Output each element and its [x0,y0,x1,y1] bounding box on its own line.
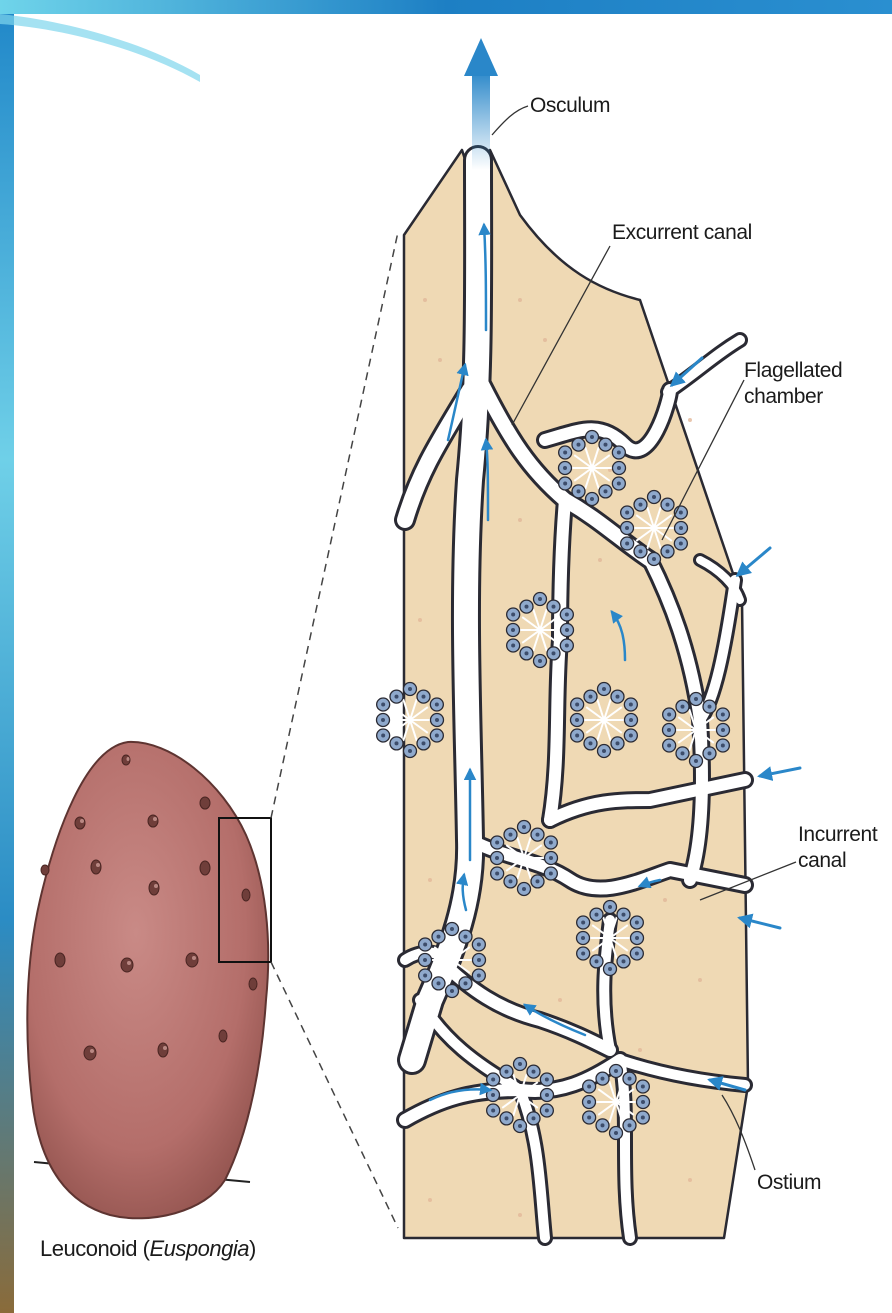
leader-osculum [492,106,528,135]
sponge-outline [27,742,268,1218]
pore [149,881,159,895]
pore [41,865,49,875]
pore [249,978,257,990]
frame-top-left-swoosh [0,14,200,82]
incoming-arrow [760,768,800,776]
sponge-body-illustration [27,742,271,1218]
label-excurrent-canal: Excurrent canal [612,220,752,246]
pore [55,953,65,967]
label-incurrent-line2: canal [798,848,877,874]
label-ostium: Ostium [757,1170,821,1196]
pore [84,1046,96,1060]
pore [91,860,101,874]
pore [219,1030,227,1042]
label-incurrent-line1: Incurrent [798,822,877,848]
caption-genus: Euspongia [149,1236,248,1261]
incoming-arrow [738,548,770,575]
pore [148,815,158,827]
label-flagellated-chamber: Flagellated chamber [744,358,842,410]
pore [200,797,210,809]
pore [75,817,85,829]
figure-caption: Leuconoid (Euspongia) [40,1236,256,1262]
pore [121,958,133,972]
frame-top-edge [0,0,892,14]
frame-left-edge [0,0,14,1313]
label-incurrent-canal: Incurrent canal [798,822,877,874]
pore [158,1043,168,1057]
caption-suffix: ) [249,1236,256,1261]
pore [242,889,250,901]
label-osculum: Osculum [530,93,610,119]
pore [186,953,198,967]
label-flagellated-line2: chamber [744,384,842,410]
canal-system-section [377,38,801,1238]
label-flagellated-line1: Flagellated [744,358,842,384]
pore [200,861,210,875]
caption-prefix: Leuconoid ( [40,1236,149,1261]
